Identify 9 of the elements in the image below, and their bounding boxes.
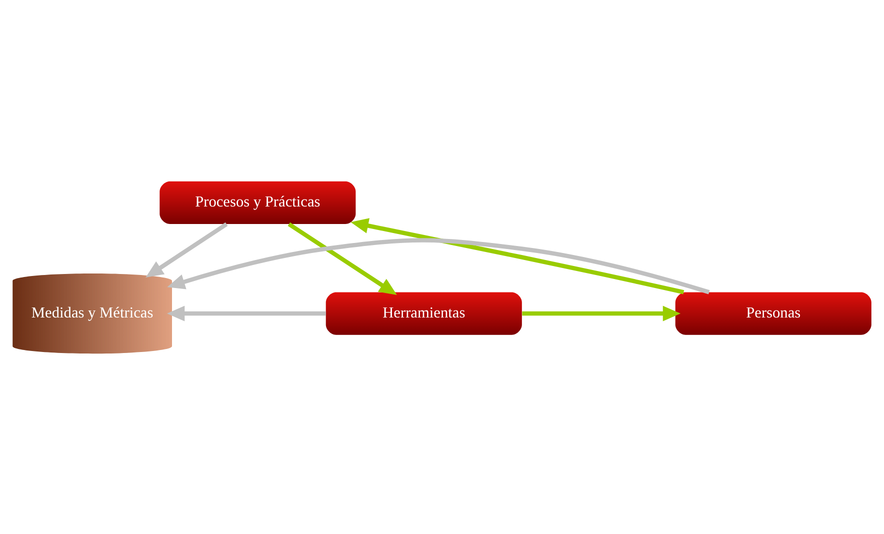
- arrow: [146, 222, 228, 278]
- node-box: Personas: [675, 292, 872, 334]
- node-box: Herramientas: [326, 292, 522, 334]
- arrow: [166, 305, 326, 321]
- arrow: [167, 238, 710, 294]
- arrow: [288, 222, 397, 294]
- arrow: [522, 305, 681, 321]
- arrow: [350, 218, 684, 294]
- node-box: Procesos y Prácticas: [160, 180, 356, 224]
